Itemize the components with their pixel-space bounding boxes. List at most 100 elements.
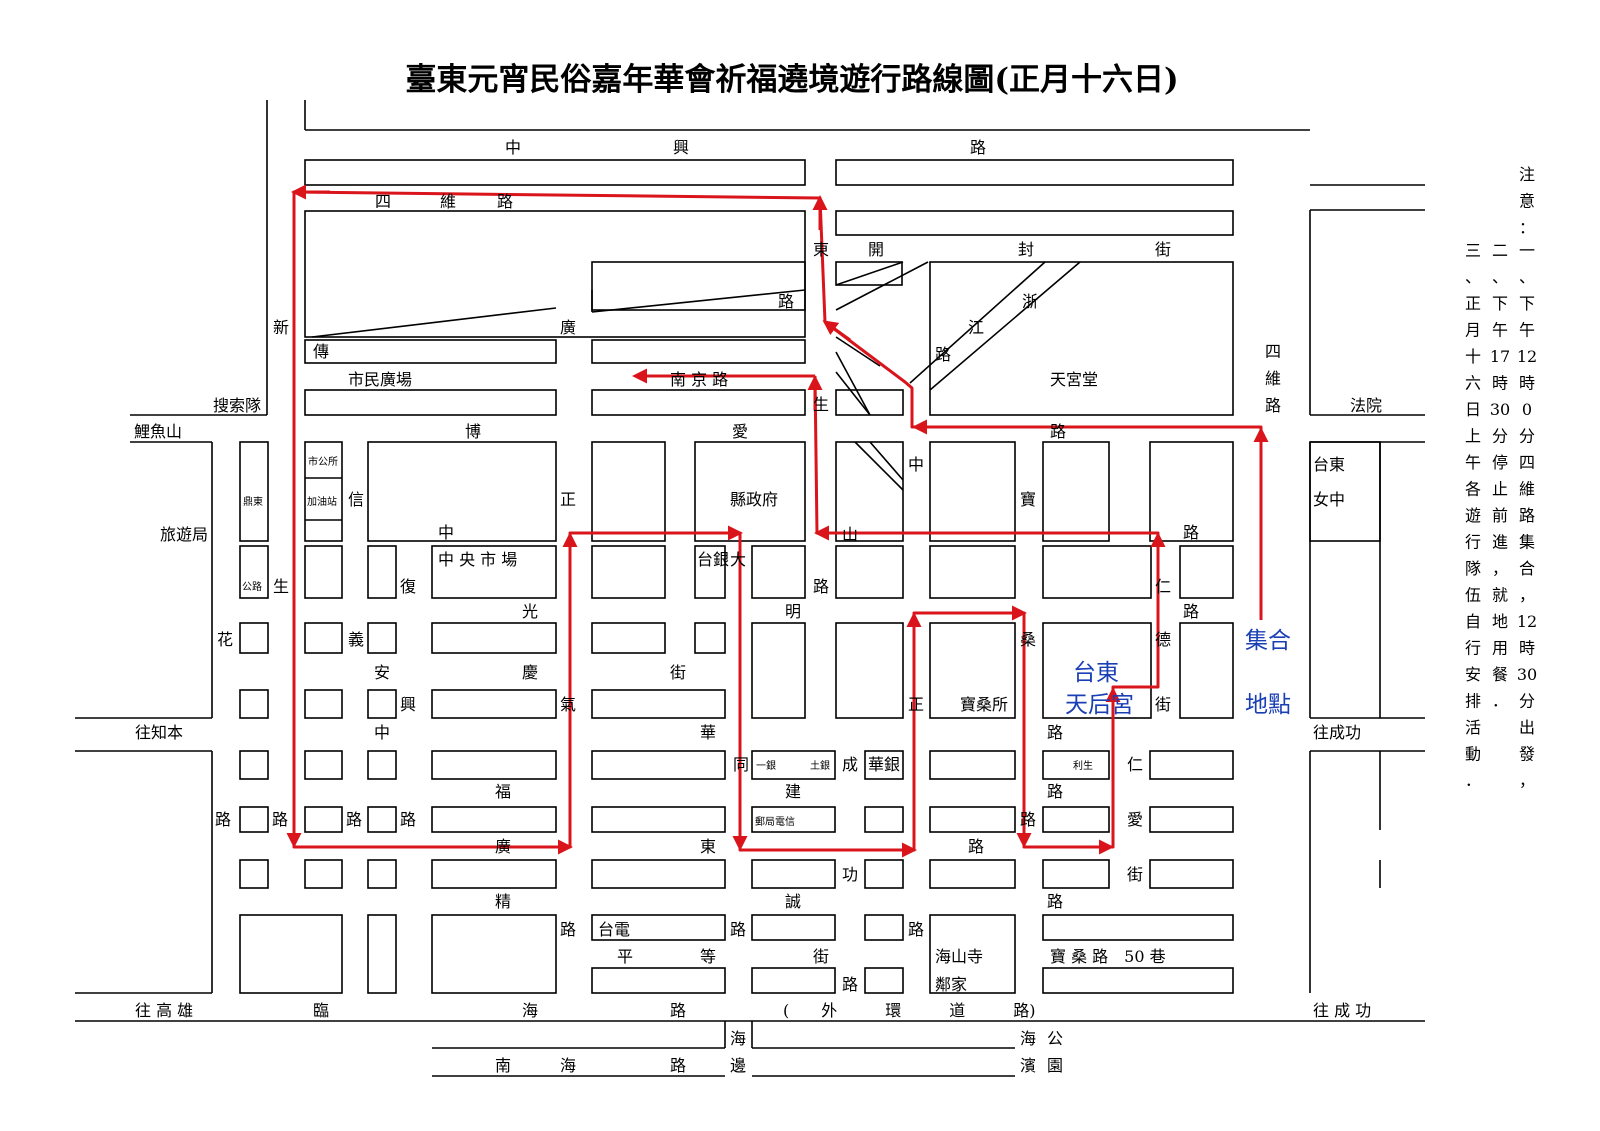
route-arrow-diagonal <box>822 320 851 342</box>
label-nanjing: 南 京 路 <box>670 370 728 389</box>
label-nanhai-2: 海 <box>560 1056 576 1075</box>
label-bao-a: 寶 <box>1020 490 1036 509</box>
label-zhong-b: 中 <box>438 523 454 542</box>
label-ren-b: 仁 <box>1127 755 1143 774</box>
label-zhongxing-3: 路 <box>970 138 986 157</box>
label-zhongxing-2: 興 <box>673 138 689 157</box>
notes-col-3-char: 日 <box>1465 400 1481 419</box>
label-hua-b: 華 <box>700 723 716 742</box>
label-wangchenggong2: 往 成 功 <box>1313 1001 1371 1020</box>
label-xianzhengfu: 縣政府 <box>730 490 778 509</box>
label-shigongsuo: 市公所 <box>308 455 338 468</box>
label-wangchenggong: 往成功 <box>1313 723 1361 742</box>
notes-col-3-char: 活 <box>1465 718 1481 737</box>
label-xin2: 信 <box>348 490 364 509</box>
label-lvyouju: 旅遊局 <box>160 525 208 544</box>
notes-col-1-char: 0 <box>1522 400 1532 419</box>
label-xin: 新 <box>273 318 289 337</box>
label-lu-m: 路 <box>560 920 576 939</box>
label-bin: 濱 <box>1020 1056 1036 1075</box>
notes-col-1-char: 集 <box>1519 533 1535 552</box>
label-zheng-a: 正 <box>560 490 576 509</box>
label-lu-a: 路 <box>778 292 794 311</box>
label-cheng-a: 成 <box>842 755 858 774</box>
label-ping: 平 <box>617 947 633 966</box>
label-dong: 東 <box>700 837 716 856</box>
notes-col-2-char: 止 <box>1492 480 1508 499</box>
label-taiyin: 台銀 <box>697 550 729 569</box>
label-wanggaoxiong: 往 高 雄 <box>135 1001 193 1020</box>
label-jiang: 江 <box>968 318 984 337</box>
notes-col-1-char: 時 <box>1519 639 1535 658</box>
label-zhong-a: 中 <box>908 455 924 474</box>
label-yuan: 園 <box>1047 1056 1063 1075</box>
label-lu-i2: 路 <box>272 810 288 829</box>
notes-col-3-char: 隊 <box>1465 559 1481 578</box>
label-zhongyangshichang: 中 央 市 場 <box>438 550 517 569</box>
label-xing: 興 <box>400 695 416 714</box>
label-lu-k: 路 <box>968 837 984 856</box>
label-fu: 復 <box>400 577 416 596</box>
label-lu-d: 路 <box>1183 523 1199 542</box>
label-taidong-nv1: 台東 <box>1313 455 1345 474</box>
notes-heading-char: 意 <box>1519 192 1535 211</box>
label-nanhai-1: 南 <box>495 1056 511 1075</box>
label-linjia: 鄰家 <box>935 975 967 994</box>
label-hua-a: 花 <box>217 630 233 649</box>
notes-col-3-char: 行 <box>1465 639 1481 658</box>
notes-col-3-char: 行 <box>1465 533 1481 552</box>
notes-col-2-char: 餐 <box>1492 665 1508 684</box>
label-yiyin: 一銀 <box>756 759 776 772</box>
notes-col-3-char: 上 <box>1465 427 1481 446</box>
label-zheng-b: 正 <box>908 695 924 714</box>
label-nanhai-3: 路 <box>670 1056 686 1075</box>
label-jian: 建 <box>785 782 801 801</box>
notes-col-1-char: 合 <box>1519 559 1535 578</box>
label-lu-e: 路 <box>813 577 829 596</box>
notes-col-2-char: 30 <box>1490 400 1510 419</box>
label-hai2: 海 <box>730 1029 746 1048</box>
notes-panel: 注意：一、下午12時0分四維路集合，12時30分出發，二、下午17時30分停止前… <box>1465 165 1537 790</box>
map-title: 臺東元宵民俗嘉年華會祈福遶境遊行路線圖(正月十六日) <box>405 62 1178 98</box>
notes-col-2-char: 17 <box>1490 347 1510 366</box>
label-jiayouzhan: 加油站 <box>307 495 337 508</box>
label-tong: 同 <box>733 755 749 774</box>
label-chuan: 傳 <box>313 342 329 361</box>
notes-col-3-char: 月 <box>1465 321 1481 340</box>
notes-col-2-char: 分 <box>1492 427 1508 446</box>
label-lu-p: 路 <box>842 975 858 994</box>
label-gong2: 公 <box>1047 1029 1063 1048</box>
label-siwei-1: 四 <box>375 192 391 211</box>
label-hai: 海 <box>522 1001 538 1020</box>
notes-col-3-char: ． <box>1465 771 1481 790</box>
notes-col-3-char: 排 <box>1465 692 1481 711</box>
label-tianhou-2: 天后宮 <box>1065 692 1134 718</box>
label-bo: 博 <box>465 422 481 441</box>
notes-col-2-char: ． <box>1492 692 1508 711</box>
notes-col-3-char: 午 <box>1465 453 1481 472</box>
notes-col-3-char: 自 <box>1465 612 1481 631</box>
label-lu-q: 路 <box>670 1001 686 1020</box>
label-sousuo: 搜索隊 <box>213 396 261 415</box>
label-taidong-nv2: 女中 <box>1313 490 1345 509</box>
label-siwei-r1: 四 <box>1265 342 1281 361</box>
label-deng: 等 <box>700 947 716 966</box>
notes-col-2-char: 停 <box>1492 453 1508 472</box>
label-tiangong: 天宮堂 <box>1050 370 1098 389</box>
label-jing: 精 <box>495 892 511 911</box>
label-baosang50: 寶 桑 路 50 巷 <box>1050 947 1166 966</box>
label-siwei-r2: 維 <box>1265 369 1281 388</box>
label-youju: 郵局電信 <box>755 816 795 828</box>
notes-col-1-char: 一 <box>1519 241 1535 260</box>
notes-col-2-char: 午 <box>1492 321 1508 340</box>
label-tuyin: 土銀 <box>810 759 830 772</box>
notes-col-2-char: 、 <box>1492 268 1508 287</box>
label-lu-i4: 路 <box>400 810 416 829</box>
notes-col-2-char: 下 <box>1492 294 1508 313</box>
notes-col-3-char: 十 <box>1465 347 1481 366</box>
label-jihe-1: 集合 <box>1245 628 1291 654</box>
label-lu-i1: 路 <box>215 810 231 829</box>
notes-heading-char: 注 <box>1519 165 1535 184</box>
label-ming: 明 <box>785 602 801 621</box>
notes-col-3-char: 遊 <box>1465 506 1481 525</box>
